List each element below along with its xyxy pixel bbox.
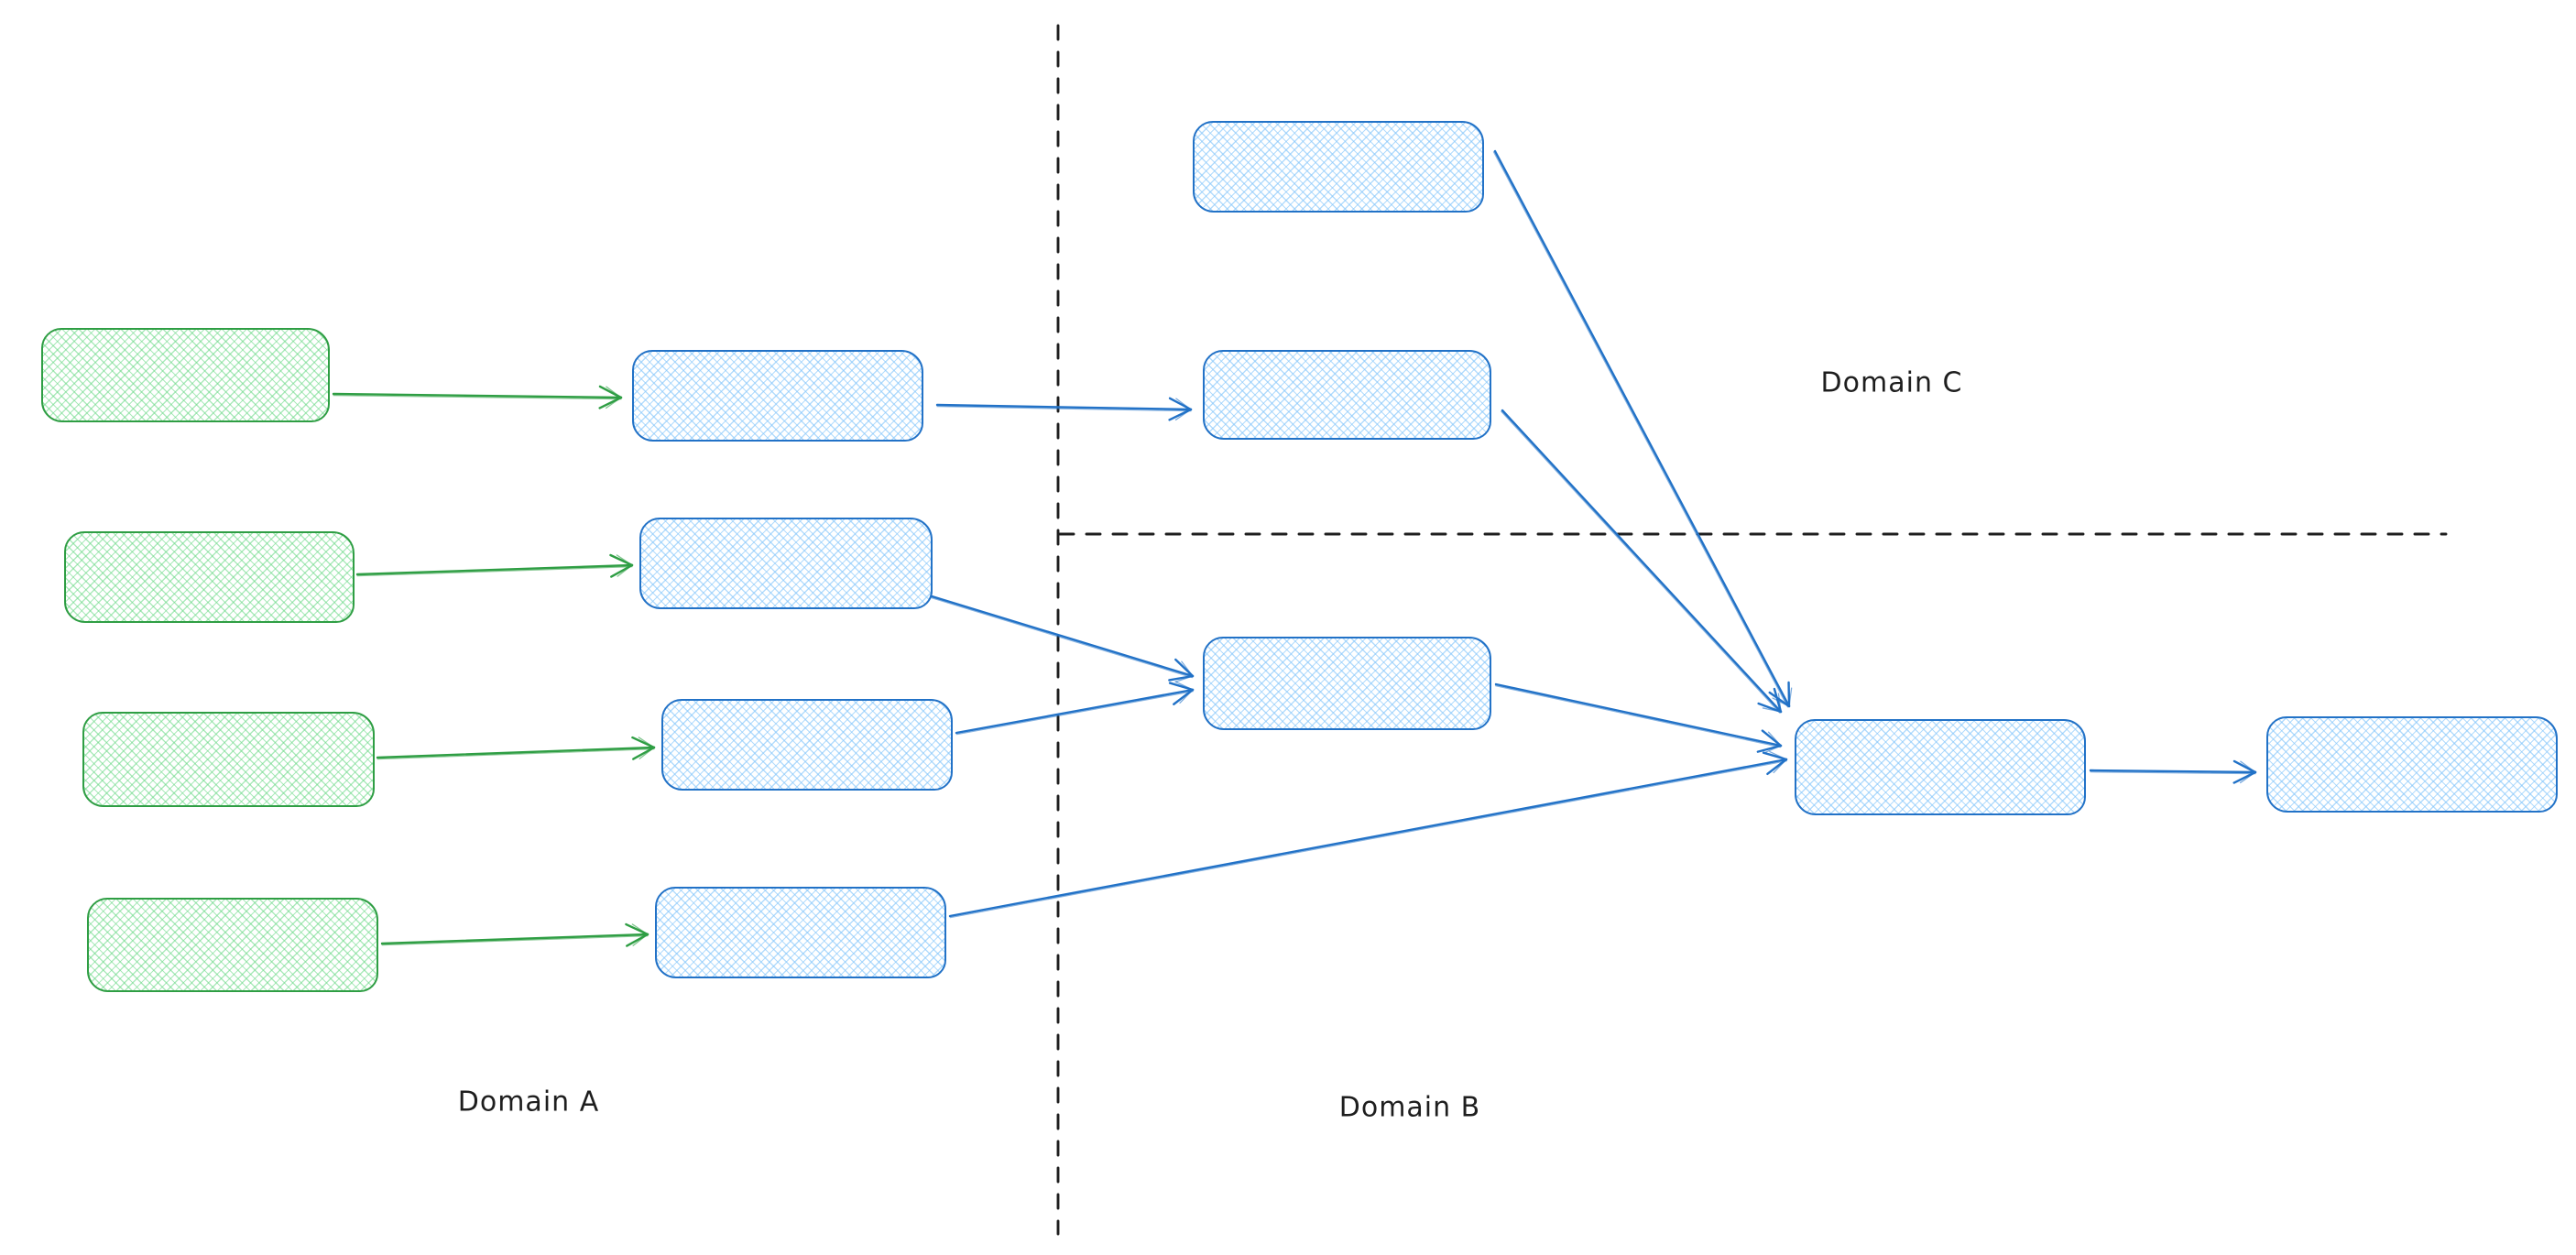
label-domain-b: Domain B (1338, 1091, 1481, 1124)
node-b-converge[interactable] (1795, 719, 2086, 815)
arrow-c-mid-to-b-converge[interactable] (1501, 409, 1783, 714)
node-a-mid-2[interactable] (639, 518, 933, 609)
node-a-source-2[interactable] (64, 531, 355, 623)
node-a-source-3[interactable] (82, 712, 375, 807)
arrow-a-mid-4-to-b-converge[interactable] (948, 750, 1788, 919)
node-a-source-1[interactable] (41, 328, 330, 422)
arrow-b-converge-to-b-end[interactable] (2089, 759, 2257, 784)
arrow-a-mid-3-to-b-hub-left[interactable] (955, 681, 1195, 736)
node-c-mid[interactable] (1203, 350, 1491, 440)
arrow-a-source-2-to-a-mid-2[interactable] (355, 553, 634, 578)
arrow-a-mid-2-to-b-hub-left[interactable] (927, 594, 1195, 683)
node-b-end[interactable] (2266, 716, 2558, 813)
arrow-c-top-to-b-converge[interactable] (1492, 149, 1793, 708)
node-c-top[interactable] (1193, 121, 1484, 213)
label-domain-a: Domain A (457, 1086, 600, 1119)
label-domain-c: Domain C (1820, 366, 1963, 399)
node-a-mid-3[interactable] (661, 699, 953, 791)
node-a-mid-1[interactable] (632, 350, 923, 442)
node-b-hub-left[interactable] (1203, 637, 1491, 730)
node-a-source-4[interactable] (87, 898, 378, 992)
node-a-mid-4[interactable] (655, 887, 946, 978)
arrow-a-source-1-to-a-mid-1[interactable] (332, 385, 623, 409)
arrow-a-source-4-to-a-mid-4[interactable] (380, 922, 649, 947)
arrow-a-source-3-to-a-mid-3[interactable] (376, 736, 656, 760)
arrow-a-mid-1-to-c-mid[interactable] (935, 397, 1193, 421)
arrow-b-hub-left-to-b-converge[interactable] (1494, 682, 1783, 754)
